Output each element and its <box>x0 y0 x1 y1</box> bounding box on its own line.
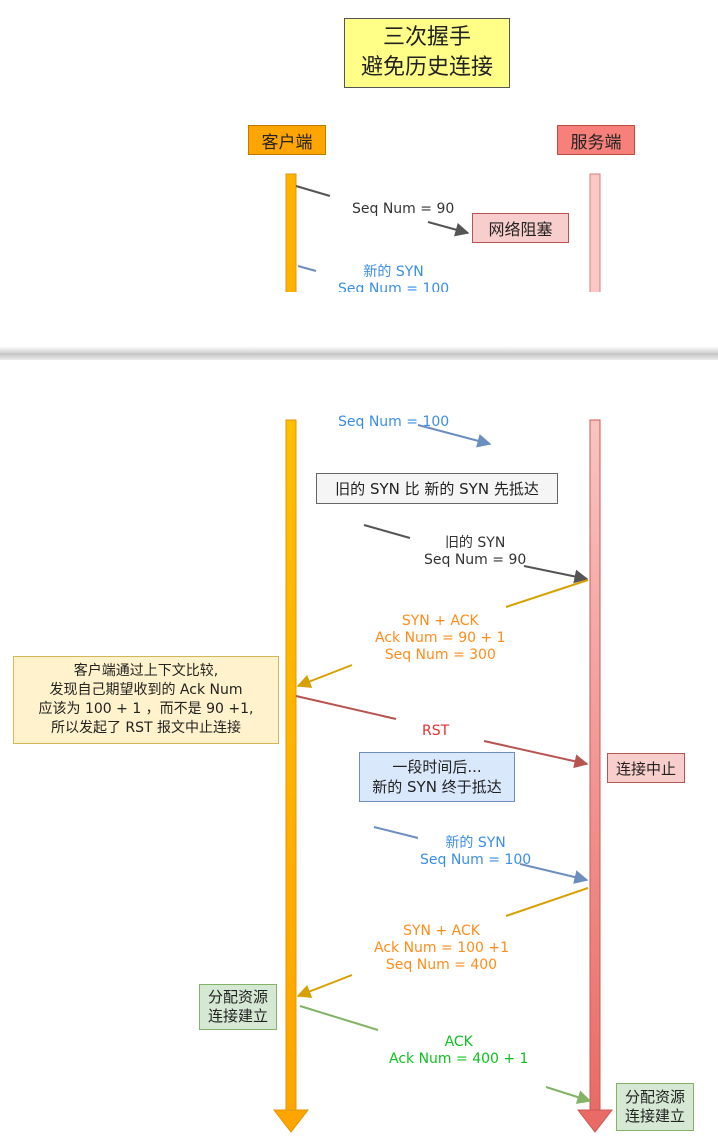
synack-2-label: SYN + ACK Ack Num = 100 +1 Seq Num = 400 <box>374 923 509 974</box>
client-note-line-4: 所以发起了 RST 报文中止连接 <box>50 720 242 736</box>
ack-label: ACK Ack Num = 400 + 1 <box>389 1034 528 1068</box>
after-a-while-box: 一段时间后... 新的 SYN 终于抵达 <box>359 752 515 802</box>
new-syn-text: 新的 SYN <box>445 835 506 851</box>
client-note-line-1: 客户端通过上下文比较, <box>73 663 219 679</box>
synack-2-ack: Ack Num = 100 +1 <box>374 940 510 956</box>
client-lifeline <box>285 419 297 1114</box>
old-syn-arrow-a <box>363 524 411 539</box>
after-while-line-2: 新的 SYN 终于抵达 <box>372 778 502 796</box>
synack-2-arrow-a <box>505 887 589 917</box>
server-lifeline-arrowhead <box>576 1109 614 1133</box>
client-lifeline-top <box>285 173 297 292</box>
new-syn-arrow-top <box>297 265 317 272</box>
server-resource-alloc-box: 分配资源 连接建立 <box>616 1083 694 1131</box>
server-header: 服务端 <box>557 125 635 155</box>
client-note-line-2: 发现自己期望收到的 Ack Num <box>49 682 243 698</box>
rst-arrow-b <box>483 740 589 769</box>
panel-divider <box>0 346 718 360</box>
ack-arrow-b <box>545 1086 592 1104</box>
title-box: 三次握手 避免历史连接 <box>344 18 510 88</box>
new-syn-seq-continued: Seq Num = 100 <box>338 414 450 430</box>
server-lifeline <box>589 419 601 1114</box>
synack-1-ack: Ack Num = 90 + 1 <box>375 630 506 646</box>
new-syn-text-top: 新的 SYN <box>363 264 424 280</box>
title-line-2: 避免历史连接 <box>360 55 493 80</box>
old-arrives-first-box: 旧的 SYN 比 新的 SYN 先抵达 <box>316 473 558 504</box>
server-alloc-line-2: 连接建立 <box>624 1107 685 1125</box>
top-panel-lines <box>285 173 601 292</box>
synack-1-arrow-a <box>505 579 589 608</box>
client-resource-alloc-box: 分配资源 连接建立 <box>199 984 277 1030</box>
ack-text: ACK <box>444 1034 473 1050</box>
network-blocked-box: 网络阻塞 <box>472 213 569 243</box>
synack-2-seq: Seq Num = 400 <box>385 957 498 973</box>
new-syn-arrow-b <box>519 863 589 884</box>
old-syn-seq-label-top: Seq Num = 90 <box>352 201 455 217</box>
synack-1-text: SYN + ACK <box>401 613 479 629</box>
server-lifeline-top <box>589 173 601 292</box>
rst-label: RST <box>422 723 450 739</box>
ack-num: Ack Num = 400 + 1 <box>389 1051 529 1067</box>
new-syn-label: 新的 SYN Seq Num = 100 <box>420 835 531 869</box>
old-syn-arrow-top-a <box>295 185 331 197</box>
client-alloc-line-1: 分配资源 <box>207 988 268 1006</box>
old-syn-label: 旧的 SYN Seq Num = 90 <box>424 535 526 569</box>
old-syn-text: 旧的 SYN <box>444 535 506 551</box>
rst-arrow-a <box>295 695 397 720</box>
old-syn-arrow-b <box>523 565 589 584</box>
top-panel: Seq Num = 90 新的 SYN Seq Num = 100 <box>0 0 718 292</box>
synack-2-text: SYN + ACK <box>403 923 480 939</box>
client-alloc-line-2: 连接建立 <box>207 1007 268 1025</box>
synack-2-arrow-b <box>296 974 353 998</box>
client-lifeline-arrowhead <box>272 1109 310 1133</box>
new-syn-label-top: 新的 SYN Seq Num = 100 <box>338 264 449 292</box>
after-while-line-1: 一段时间后... <box>392 758 482 776</box>
client-note-line-3: 应该为 100 + 1 ，而不是 90 +1, <box>38 701 254 717</box>
new-syn-seq-top: Seq Num = 100 <box>338 281 450 292</box>
title-line-1: 三次握手 <box>382 25 471 50</box>
old-syn-arrow-top-b <box>427 221 470 237</box>
synack-1-arrow-b <box>296 664 353 688</box>
connection-terminated-box: 连接中止 <box>607 753 685 783</box>
ack-arrow-a <box>299 1005 379 1031</box>
old-syn-seq: Seq Num = 90 <box>424 552 527 568</box>
new-syn-arrow-a <box>373 826 419 839</box>
synack-1-label: SYN + ACK Ack Num = 90 + 1 Seq Num = 300 <box>375 613 506 664</box>
server-alloc-line-1: 分配资源 <box>624 1088 685 1106</box>
synack-1-seq: Seq Num = 300 <box>384 647 496 663</box>
client-note-box: 客户端通过上下文比较, 发现自己期望收到的 Ack Num 应该为 100 + … <box>13 656 279 744</box>
new-syn-seq: Seq Num = 100 <box>420 852 532 868</box>
client-header: 客户端 <box>248 125 326 155</box>
new-syn-arrow-continued <box>417 424 492 448</box>
